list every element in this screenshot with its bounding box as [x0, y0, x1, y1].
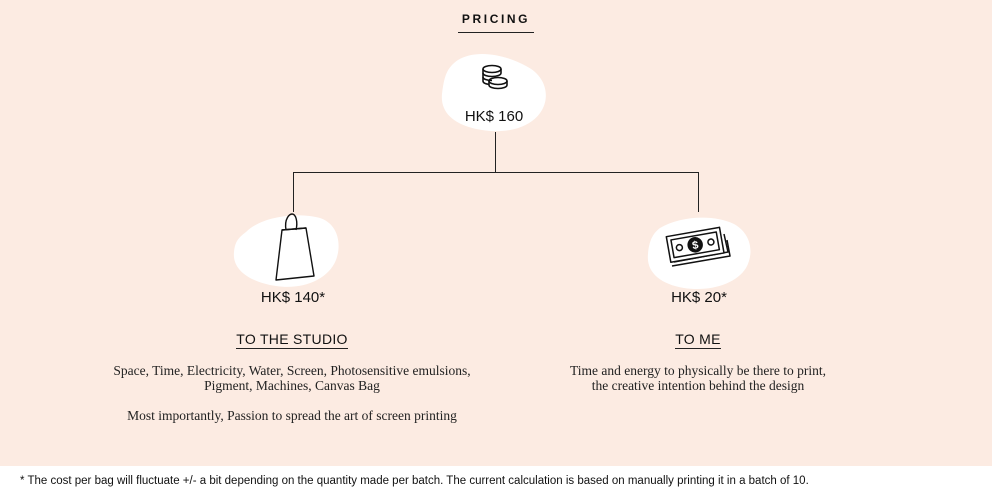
section-title: PRICING: [461, 12, 531, 26]
tote-bag-icon: [275, 213, 315, 281]
studio-description-line1: Space, Time, Electricity, Water, Screen,…: [113, 363, 471, 378]
studio-price: HK$ 140*: [260, 289, 326, 306]
me-description-line2: the creative intention behind the design: [591, 378, 805, 393]
footnote: * The cost per bag will fluctuate +/- a …: [20, 475, 809, 487]
banknotes-icon: $: [665, 226, 731, 267]
me-description-line1: Time and energy to physically be there t…: [569, 363, 827, 378]
connector-stem: [495, 132, 496, 172]
pricing-panel: PRICING HK$ 160 HK$ 140* TO THE STUDIO: [0, 0, 992, 466]
studio-description-line2: Pigment, Machines, Canvas Bag: [204, 378, 380, 393]
studio-description-line3: Most importantly, Passion to spread the …: [127, 408, 457, 423]
title-underline: [458, 32, 534, 33]
svg-text:$: $: [691, 239, 699, 252]
total-price: HK$ 160: [464, 108, 524, 125]
studio-heading: TO THE STUDIO: [236, 331, 348, 349]
connector-horizontal: [293, 172, 699, 173]
me-price: HK$ 20*: [671, 289, 727, 306]
coins-icon: [482, 64, 508, 90]
me-heading: TO ME: [675, 331, 721, 349]
top-blob: [441, 53, 546, 132]
connector-left: [293, 172, 294, 212]
connector-right: [698, 172, 699, 212]
